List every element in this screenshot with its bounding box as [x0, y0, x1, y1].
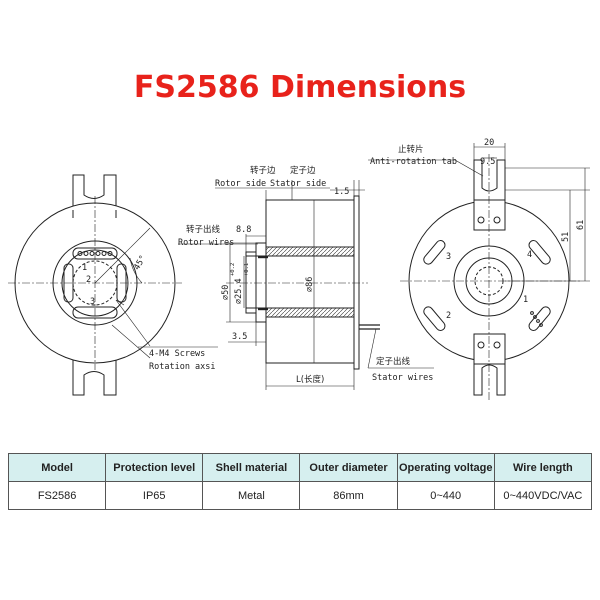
rotor-side-cn-label: 转子边: [250, 165, 276, 176]
cell-wire-length: 0~440VDC/VAC: [493, 481, 593, 510]
dim-25-4: ⌀25.4: [234, 278, 244, 304]
stator-side-cn-label: 定子边: [290, 165, 316, 176]
table-row: FS2586 IP65 Metal 86mm 0~440 0~440VDC/VA…: [7, 481, 593, 510]
spec-table-header-row: Model Protection level Shell material Ou…: [7, 453, 593, 482]
back-hole-1-label: 1: [523, 295, 528, 305]
tol-bottom: +0.1: [244, 263, 250, 276]
stator-side-label: Stator side: [270, 179, 326, 189]
back-hole-3-label: 3: [446, 252, 451, 262]
spec-table: Model Protection level Shell material Ou…: [7, 453, 593, 510]
dim-20: 20: [484, 138, 494, 148]
back-hole-4-label: 4: [527, 250, 532, 260]
stator-wires-cn-label: 定子出线: [376, 356, 411, 367]
dim-9-5: 9.5: [480, 157, 495, 167]
technical-drawing: 1 2 3 45° 4-M4 Screws Rotation axsi: [8, 138, 590, 400]
col-protection-level: Protection level: [105, 453, 204, 482]
cell-protection-level: IP65: [105, 481, 204, 510]
length-label: L(长度): [296, 374, 324, 385]
dim-1-5: 1.5: [334, 187, 349, 197]
front-hole-1-label: 1: [82, 263, 87, 273]
front-view: [8, 174, 218, 396]
rotor-wires-cn-label: 转子出线: [186, 224, 221, 235]
col-shell-material: Shell material: [202, 453, 301, 482]
cell-model: FS2586: [7, 481, 107, 510]
col-outer-diameter: Outer diameter: [299, 453, 398, 482]
dim-61: 61: [576, 220, 586, 230]
dim-50: ⌀50: [221, 285, 231, 300]
side-view: [178, 180, 434, 390]
front-hole-2-label: 2: [86, 275, 91, 285]
rotor-wires-label: Rotor wires: [178, 238, 234, 248]
rotor-side-label: Rotor side: [215, 179, 266, 189]
col-wire-length: Wire length: [493, 453, 593, 482]
cell-outer-diameter: 86mm: [299, 481, 398, 510]
cell-operating-voltage: 0~440: [396, 481, 495, 510]
dim-51: 51: [561, 232, 571, 242]
dim-86: ⌀86: [305, 277, 315, 292]
col-operating-voltage: Operating voltage: [396, 453, 495, 482]
front-hole-3-label: 3: [90, 297, 95, 307]
anti-rotation-cn-label: 止转片: [398, 144, 424, 155]
pin-row-top: [77, 251, 113, 256]
cell-shell-material: Metal: [202, 481, 301, 510]
stator-wires-label: Stator wires: [372, 373, 433, 383]
anti-rotation-label: Anti-rotation tab: [370, 157, 457, 167]
col-model: Model: [7, 453, 107, 482]
tol-top: +0.2: [230, 263, 236, 276]
rotation-axis-label: Rotation axsi: [149, 362, 216, 372]
back-view: [368, 143, 590, 400]
pin-row-back: [530, 311, 543, 327]
dim-3-5: 3.5: [232, 332, 247, 342]
screws-label: 4-M4 Screws: [149, 349, 205, 359]
dim-8-8: 8.8: [236, 225, 251, 235]
page-title: FS2586 Dimensions: [133, 70, 467, 105]
back-hole-2-label: 2: [446, 311, 451, 321]
